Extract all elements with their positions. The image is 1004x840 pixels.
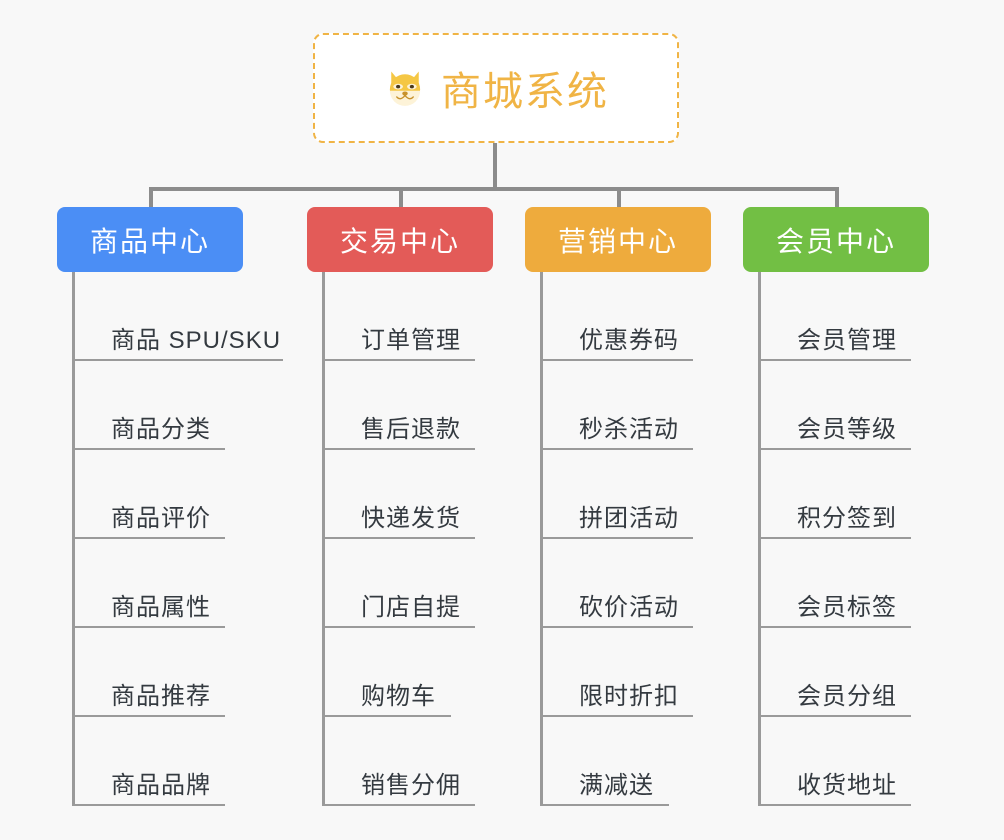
leaf-underline [325, 804, 475, 806]
leaf-underline [325, 715, 451, 717]
list-item[interactable]: 满减送 [543, 717, 745, 806]
category-label: 会员中心 [775, 225, 896, 257]
leaf-label: 售后退款 [361, 416, 461, 443]
root-node[interactable]: 商城系统 [313, 33, 679, 143]
connector-stem [493, 143, 497, 189]
list-item[interactable]: 商品分类 [75, 361, 317, 450]
list-item[interactable]: 销售分佣 [325, 717, 527, 806]
leaf-label: 秒杀活动 [579, 416, 679, 443]
list-item[interactable]: 会员标签 [761, 539, 963, 628]
list-item[interactable]: 限时折扣 [543, 628, 745, 717]
leaf-label: 门店自提 [361, 594, 461, 621]
leaf-underline [75, 359, 283, 361]
leaf-label: 积分签到 [797, 505, 897, 532]
shiba-dog-face-icon [383, 66, 427, 110]
leaf-underline [543, 804, 669, 806]
category-header-2[interactable]: 交易中心 [307, 207, 493, 272]
leaf-label: 商品评价 [111, 505, 211, 532]
leaf-label: 限时折扣 [579, 683, 679, 710]
list-item[interactable]: 购物车 [325, 628, 527, 717]
connector-drop-1 [149, 187, 153, 209]
leaf-label: 优惠券码 [579, 327, 679, 354]
leaf-underline [761, 715, 911, 717]
leaf-underline [761, 804, 911, 806]
leaf-underline [761, 626, 911, 628]
list-item[interactable]: 商品品牌 [75, 717, 317, 806]
list-item[interactable]: 商品属性 [75, 539, 317, 628]
category-header-1[interactable]: 商品中心 [57, 207, 243, 272]
leaf-label: 订单管理 [361, 327, 461, 354]
leaf-label: 商品推荐 [111, 683, 211, 710]
root-title: 商城系统 [441, 70, 609, 114]
leaf-label: 砍价活动 [579, 594, 679, 621]
list-item[interactable]: 售后退款 [325, 361, 527, 450]
leaf-underline [75, 626, 225, 628]
list-item[interactable]: 快递发货 [325, 450, 527, 539]
category-header-4[interactable]: 会员中心 [743, 207, 929, 272]
leaf-underline [75, 804, 225, 806]
category-column-2: 交易中心 订单管理 售后退款 快递发货 门店自提 购物车 销售分佣 [307, 207, 527, 806]
connector-bus [149, 187, 839, 191]
leaf-list-1: 商品 SPU/SKU 商品分类 商品评价 商品属性 商品推荐 商品品牌 [72, 272, 317, 806]
list-item[interactable]: 会员管理 [761, 272, 963, 361]
leaf-underline [75, 448, 225, 450]
leaf-label: 商品品牌 [111, 772, 211, 799]
category-column-4: 会员中心 会员管理 会员等级 积分签到 会员标签 会员分组 收货地址 [743, 207, 963, 806]
list-item[interactable]: 拼团活动 [543, 450, 745, 539]
category-label: 商品中心 [89, 225, 210, 257]
leaf-underline [75, 537, 225, 539]
connector-drop-3 [617, 187, 621, 209]
list-item[interactable]: 商品评价 [75, 450, 317, 539]
leaf-label: 会员分组 [797, 683, 897, 710]
leaf-underline [543, 715, 693, 717]
list-item[interactable]: 收货地址 [761, 717, 963, 806]
leaf-underline [543, 626, 693, 628]
list-item[interactable]: 门店自提 [325, 539, 527, 628]
leaf-underline [761, 537, 911, 539]
leaf-underline [75, 715, 225, 717]
category-column-1: 商品中心 商品 SPU/SKU 商品分类 商品评价 商品属性 商品推荐 商品品牌 [57, 207, 317, 806]
connector-drop-4 [835, 187, 839, 209]
leaf-underline [761, 448, 911, 450]
list-item[interactable]: 会员等级 [761, 361, 963, 450]
leaf-label: 商品分类 [111, 416, 211, 443]
category-column-3: 营销中心 优惠券码 秒杀活动 拼团活动 砍价活动 限时折扣 满减送 [525, 207, 745, 806]
leaf-underline [543, 448, 693, 450]
list-item[interactable]: 积分签到 [761, 450, 963, 539]
leaf-underline [325, 448, 475, 450]
leaf-underline [761, 359, 911, 361]
leaf-underline [543, 359, 693, 361]
list-item[interactable]: 商品 SPU/SKU [75, 272, 317, 361]
connector-drop-2 [399, 187, 403, 209]
list-item[interactable]: 秒杀活动 [543, 361, 745, 450]
leaf-label: 销售分佣 [361, 772, 461, 799]
leaf-underline [543, 537, 693, 539]
leaf-list-3: 优惠券码 秒杀活动 拼团活动 砍价活动 限时折扣 满减送 [540, 272, 745, 806]
leaf-label: 会员标签 [797, 594, 897, 621]
list-item[interactable]: 会员分组 [761, 628, 963, 717]
leaf-label: 商品 SPU/SKU [111, 327, 282, 354]
leaf-label: 会员管理 [797, 327, 897, 354]
leaf-list-4: 会员管理 会员等级 积分签到 会员标签 会员分组 收货地址 [758, 272, 963, 806]
leaf-underline [325, 359, 475, 361]
category-label: 交易中心 [339, 225, 460, 257]
list-item[interactable]: 订单管理 [325, 272, 527, 361]
leaf-label: 购物车 [361, 683, 436, 710]
list-item[interactable]: 砍价活动 [543, 539, 745, 628]
leaf-list-2: 订单管理 售后退款 快递发货 门店自提 购物车 销售分佣 [322, 272, 527, 806]
category-header-3[interactable]: 营销中心 [525, 207, 711, 272]
leaf-label: 快递发货 [361, 505, 461, 532]
leaf-label: 商品属性 [111, 594, 211, 621]
leaf-label: 满减送 [579, 772, 654, 799]
list-item[interactable]: 优惠券码 [543, 272, 745, 361]
leaf-label: 拼团活动 [579, 505, 679, 532]
leaf-underline [325, 626, 475, 628]
category-label: 营销中心 [557, 225, 678, 257]
leaf-label: 收货地址 [797, 772, 897, 799]
leaf-label: 会员等级 [797, 416, 897, 443]
leaf-underline [325, 537, 475, 539]
list-item[interactable]: 商品推荐 [75, 628, 317, 717]
